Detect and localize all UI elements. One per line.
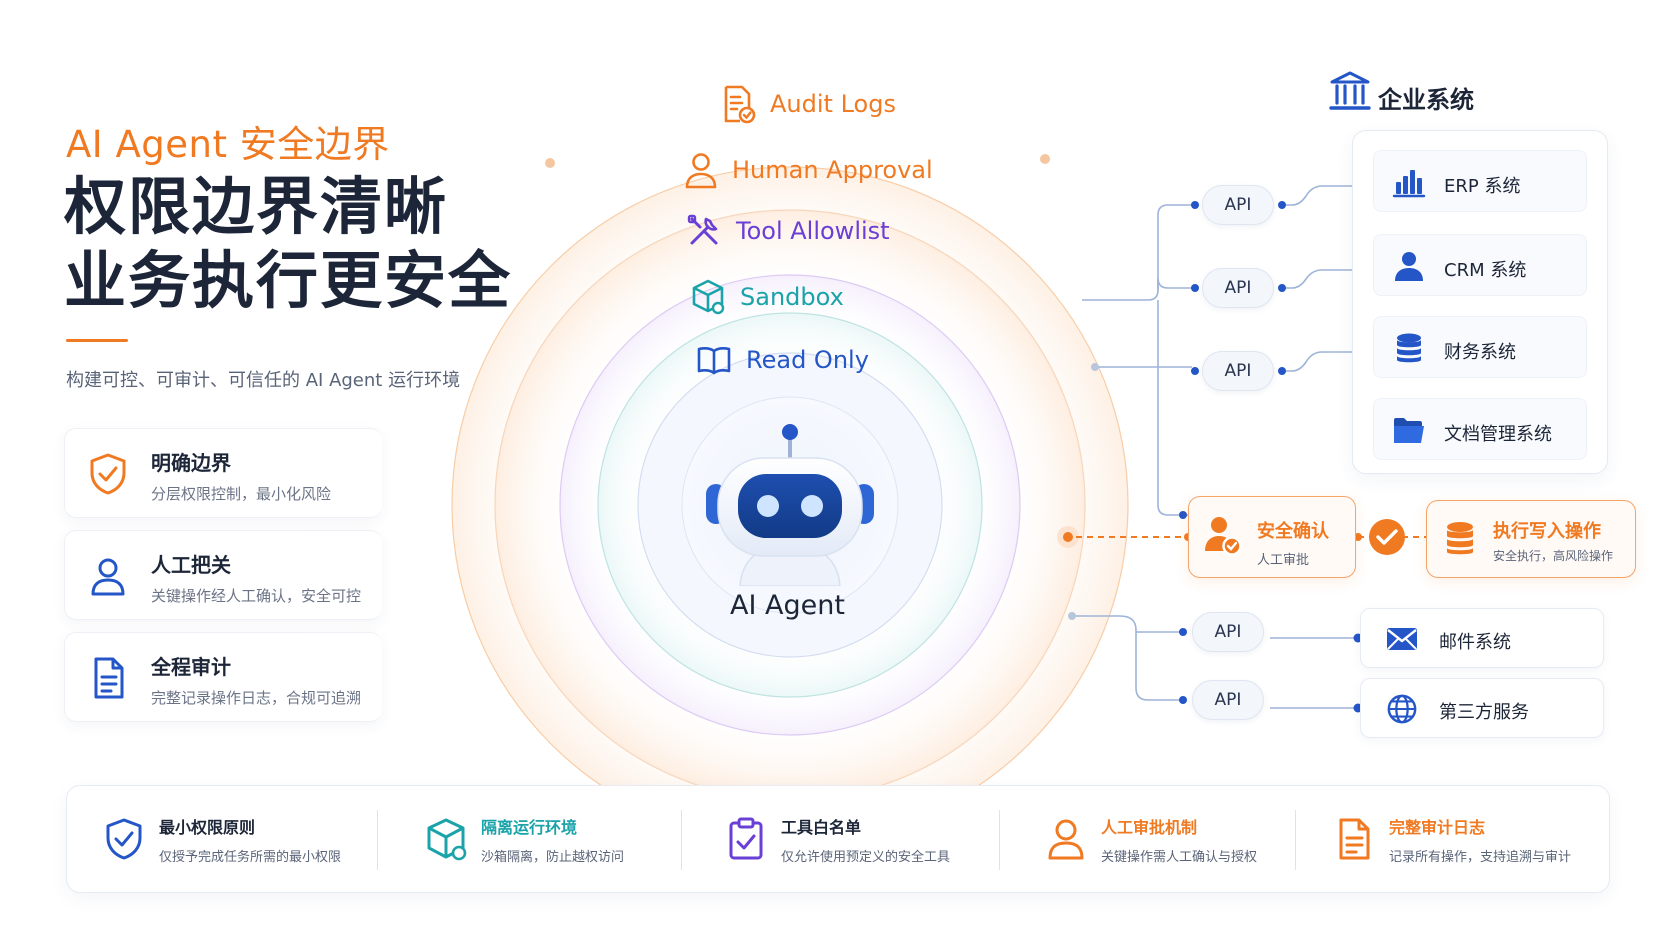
cube-icon [692,279,725,315]
principle-title: 最小权限原则 [159,818,256,837]
ring-dot [545,158,555,168]
api-pill: API [1202,185,1274,225]
ring-label-read-only: Read Only [696,345,869,375]
system-label: CRM 系统 [1444,260,1527,281]
ring-label-text: Read Only [746,346,869,374]
feature-desc: 分层权限控制，最小化风险 [151,485,332,503]
principle-item: 人工审批机制 关键操作需人工确认与授权 [1043,786,1303,894]
user-icon [1395,252,1423,281]
write-operation-desc: 安全执行，高风险操作 [1493,549,1614,563]
principle-item: 隔离运行环境 沙箱隔离，防止越权访问 [423,786,683,894]
person-icon [685,153,717,189]
ring-dot [1040,154,1050,164]
feature-title: 全程审计 [151,655,231,679]
shield-check-icon [90,453,126,495]
mail-icon [1387,628,1417,650]
enterprise-title: 企业系统 [1378,86,1474,114]
person-icon [91,558,125,596]
approval-desc: 人工审批 [1257,553,1310,568]
feature-title: 明确边界 [151,451,231,475]
user-check-icon [1205,517,1242,556]
ring-label-text: Tool Allowlist [736,217,890,245]
shield-icon [106,818,142,860]
bank-icon [1329,71,1371,110]
principle-item: 完整审计日志 记录所有操作，支持追溯与审计 [1331,786,1601,894]
feature-card: 全程审计 完整记录操作日志，合规可追溯 [64,632,382,722]
feature-card: 明确边界 分层权限控制，最小化风险 [64,428,382,518]
service-item-mail[interactable]: 邮件系统 [1360,608,1604,668]
globe-icon [1387,694,1417,724]
feature-desc: 完整记录操作日志，合规可追溯 [151,689,362,707]
principle-title: 完整审计日志 [1389,818,1486,837]
ring-label-tool-allowlist: Tool Allowlist [686,213,890,249]
principle-title: 人工审批机制 [1101,818,1198,837]
principle-desc: 沙箱隔离，防止越权访问 [481,850,625,865]
api-pill: API [1202,268,1274,308]
ring-label-text: Human Approval [732,156,933,184]
system-item-crm[interactable]: CRM 系统 [1373,234,1587,296]
accent-divider [66,339,128,342]
principle-desc: 关键操作需人工确认与授权 [1101,850,1258,865]
system-item-erp[interactable]: ERP 系统 [1373,150,1587,212]
principle-desc: 仅允许使用预定义的安全工具 [781,850,951,865]
write-operation-title: 执行写入操作 [1493,521,1601,542]
folder-icon [1394,418,1424,443]
connector-origin-dot [1068,612,1076,620]
api-pill: API [1192,680,1264,720]
subtitle: 构建可控、可审计、可信任的 AI Agent 运行环境 [66,370,461,391]
write-operation-box[interactable]: 执行写入操作 安全执行，高风险操作 [1426,500,1636,578]
clipboard-check-icon [729,817,763,860]
feature-card: 人工把关 关键操作经人工确认，安全可控 [64,530,382,620]
database-icon [1447,522,1473,555]
divider [377,810,378,870]
principle-desc: 记录所有操作，支持追溯与审计 [1389,850,1572,865]
cube-icon [427,818,467,861]
principles-bar: 最小权限原则 仅授予完成任务所需的最小权限 隔离运行环境 沙箱隔离，防止越权访问… [66,785,1610,893]
eyebrow-title: AI Agent 安全边界 [66,123,390,166]
headline-line-1: 权限边界清晰 [64,170,449,243]
principle-desc: 仅授予完成任务所需的最小权限 [159,850,342,865]
database-icon [1397,333,1421,363]
api-pill: API [1192,612,1264,652]
audit-log-icon [724,85,756,124]
system-item-docs[interactable]: 文档管理系统 [1373,398,1587,460]
divider [1295,810,1296,870]
robot-icon [706,424,874,586]
principle-item: 最小权限原则 仅授予完成任务所需的最小权限 [101,786,361,894]
person-icon [1048,819,1084,860]
service-label: 邮件系统 [1439,632,1511,653]
document-icon [1339,818,1370,860]
api-pill: API [1202,351,1274,391]
agent-name: AI Agent [730,590,845,621]
principle-title: 隔离运行环境 [481,818,578,837]
bar-chart-icon [1392,170,1426,198]
system-label: 财务系统 [1444,342,1516,363]
api-connectors [1072,185,1360,709]
divider [681,810,682,870]
check-circle-icon [1369,519,1405,555]
ring-label-sandbox: Sandbox [690,278,844,316]
system-label: 文档管理系统 [1444,424,1552,445]
approval-box[interactable]: 安全确认 人工审批 [1188,496,1356,578]
ring-label-human-approval: Human Approval [684,151,933,189]
tools-icon [687,214,718,245]
system-item-finance[interactable]: 财务系统 [1373,316,1587,378]
headline-line-2: 业务执行更安全 [64,244,513,317]
feature-desc: 关键操作经人工确认，安全可控 [151,587,362,605]
principle-item: 工具白名单 仅允许使用预定义的安全工具 [723,786,993,894]
feature-title: 人工把关 [151,553,231,577]
principle-title: 工具白名单 [781,818,862,837]
ring-label-text: Sandbox [740,283,844,311]
divider [999,810,1000,870]
system-label: ERP 系统 [1444,176,1521,197]
approval-title: 安全确认 [1257,521,1329,542]
connector-origin-dot [1091,363,1099,371]
book-icon [697,347,731,375]
document-icon [94,657,124,699]
service-label: 第三方服务 [1439,702,1529,723]
ring-label-audit-logs: Audit Logs [720,84,896,124]
service-item-third-party[interactable]: 第三方服务 [1360,678,1604,738]
ring-label-text: Audit Logs [770,90,896,118]
